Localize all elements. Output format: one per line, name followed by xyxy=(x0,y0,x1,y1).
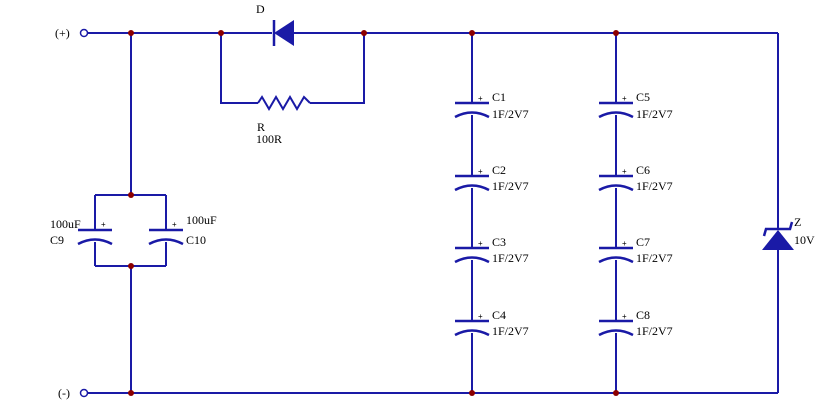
capacitor-ref: C6 xyxy=(636,163,650,177)
polarity-plus: + xyxy=(622,239,627,248)
capacitor-value: 1F/2V7 xyxy=(636,324,673,338)
capacitor-curved-plate xyxy=(454,329,490,337)
junction-dot xyxy=(469,390,475,396)
polarity-plus: + xyxy=(478,94,483,103)
junction-dot xyxy=(613,390,619,396)
resistor-ref: R xyxy=(257,120,265,134)
capacitor-c6: + C6 1F/2V7 xyxy=(598,163,673,193)
capacitor-ref: C8 xyxy=(636,308,650,322)
polarity-plus: + xyxy=(478,239,483,248)
capacitor-ref: C3 xyxy=(492,235,506,249)
junctions xyxy=(128,30,619,396)
capacitor-ref: C1 xyxy=(492,90,506,104)
capacitor-ref: C10 xyxy=(186,233,206,247)
junction-dot xyxy=(128,263,134,269)
capacitor-value: 1F/2V7 xyxy=(492,324,529,338)
capacitor-value: 100uF xyxy=(186,213,217,227)
zener-value: 10V xyxy=(794,233,815,247)
junction-dot xyxy=(361,30,367,36)
capacitor-c4: + C4 1F/2V7 xyxy=(454,308,529,338)
capacitor-c9: + C9 100uF xyxy=(50,217,113,247)
capacitors: + C1 1F/2V7 + C2 1F/2V7 + C3 1F/2V7 + C4 1F/2V7 + C5 1… xyxy=(50,90,673,338)
junction-dot xyxy=(128,192,134,198)
diode-symbol xyxy=(274,20,294,46)
resistor-bypass-wire xyxy=(220,33,365,104)
zener-ref: Z xyxy=(794,215,801,229)
diode-ref: D xyxy=(256,2,265,16)
resistor-value: 100R xyxy=(256,132,282,146)
junction-dot xyxy=(469,30,475,36)
capacitor-curved-plate xyxy=(148,238,184,246)
positive-terminal-label: (+) xyxy=(55,26,70,40)
capacitor-c5: + C5 1F/2V7 xyxy=(598,90,673,121)
junction-dot xyxy=(218,30,224,36)
capacitor-c8: + C8 1F/2V7 xyxy=(598,308,673,338)
zener-symbol xyxy=(762,230,794,250)
capacitor-ref: C2 xyxy=(492,163,506,177)
diode: D xyxy=(256,2,294,46)
junction-dot xyxy=(128,30,134,36)
polarity-plus: + xyxy=(478,312,483,321)
capacitor-value: 1F/2V7 xyxy=(636,107,673,121)
capacitor-ref: C5 xyxy=(636,90,650,104)
capacitor-curved-plate xyxy=(598,329,634,337)
polarity-plus: + xyxy=(101,220,106,229)
capacitor-curved-plate xyxy=(598,184,634,192)
negative-terminal: (-) xyxy=(58,386,89,400)
junction-dot xyxy=(613,30,619,36)
capacitor-ref: C4 xyxy=(492,308,506,322)
capacitor-c1: + C1 1F/2V7 xyxy=(454,90,529,121)
capacitor-curved-plate xyxy=(454,111,490,119)
polarity-plus: + xyxy=(622,312,627,321)
capacitor-curved-plate xyxy=(598,256,634,264)
junction-dot xyxy=(128,390,134,396)
resistor-symbol xyxy=(257,95,311,111)
polarity-plus: + xyxy=(622,94,627,103)
capacitor-value: 1F/2V7 xyxy=(492,251,529,265)
capacitor-value: 100uF xyxy=(50,217,81,231)
capacitor-curved-plate xyxy=(598,111,634,119)
positive-terminal: (+) xyxy=(55,26,89,40)
wires xyxy=(88,32,779,394)
capacitor-ref: C7 xyxy=(636,235,650,249)
resistor: R 100R xyxy=(256,95,311,146)
capacitor-value: 1F/2V7 xyxy=(636,179,673,193)
capacitor-curved-plate xyxy=(454,256,490,264)
negative-terminal-label: (-) xyxy=(58,386,70,400)
capacitor-c2: + C2 1F/2V7 xyxy=(454,163,529,193)
polarity-plus: + xyxy=(622,167,627,176)
capacitor-value: 1F/2V7 xyxy=(492,179,529,193)
capacitor-c7: + C7 1F/2V7 xyxy=(598,235,673,265)
capacitor-curved-plate xyxy=(454,184,490,192)
capacitor-c10: + C10 100uF xyxy=(148,213,217,247)
capacitor-ref: C9 xyxy=(50,233,64,247)
capacitor-c3: + C3 1F/2V7 xyxy=(454,235,529,265)
polarity-plus: + xyxy=(478,167,483,176)
capacitor-value: 1F/2V7 xyxy=(492,107,529,121)
zener-diode: Z 10V xyxy=(762,215,815,250)
polarity-plus: + xyxy=(172,220,177,229)
capacitor-value: 1F/2V7 xyxy=(636,251,673,265)
capacitor-curved-plate xyxy=(77,238,113,246)
